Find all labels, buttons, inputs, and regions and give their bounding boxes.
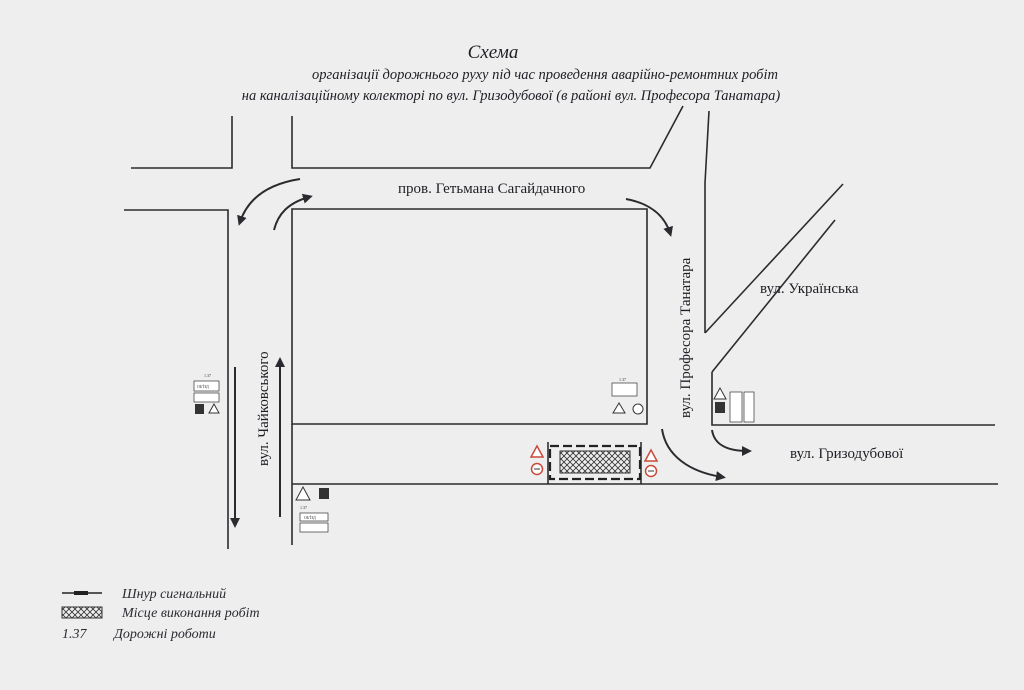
sign-cluster-right <box>713 386 755 423</box>
detour-plate <box>743 391 755 423</box>
detour-plate <box>729 391 743 423</box>
road-works-sign-icon <box>643 448 659 462</box>
detour-arrow-top-inner <box>273 193 313 231</box>
legend-item-work-site: Місце виконання робіт <box>61 606 260 621</box>
sign-cluster-bottom: 1.37 ОБ'ЇЗД <box>295 485 329 533</box>
work-zone <box>547 442 642 484</box>
legend: Шнур сигнальний Місце виконання робіт 1.… <box>61 587 260 642</box>
sign-cluster-left: 1.37 ОБ'ЇЗД <box>193 373 220 414</box>
legend-key-road-works: 1.37 <box>62 627 88 642</box>
road-network <box>124 105 998 549</box>
sign-code-label: 1.37 <box>204 373 211 378</box>
detour-arrow-bottom-right <box>661 428 726 482</box>
work-site-hatched <box>559 450 631 474</box>
detour-plate <box>299 522 329 533</box>
sign-code-label: 1.37 <box>300 505 307 510</box>
legend-label-work-site: Місце виконання робіт <box>121 606 260 621</box>
detour-plate-text: ОБ'ЇЗД <box>197 384 209 389</box>
legend-label-road-works: Дорожні роботи <box>112 627 216 642</box>
sign-group-work-left <box>529 444 545 476</box>
detour-arrow-top-left <box>237 178 301 226</box>
detour-arrow-top-right <box>625 198 673 237</box>
detour-plate <box>611 382 638 397</box>
traffic-arrows <box>230 178 752 528</box>
legend-label-signal-cord: Шнур сигнальний <box>121 587 226 602</box>
detour-plate-text: ОБ'ЇЗД <box>304 515 316 520</box>
road-works-sign-icon <box>529 444 545 458</box>
sign-cluster-block: 1.37 <box>611 377 644 415</box>
detour-plate <box>193 392 220 403</box>
signal-cord <box>548 444 642 481</box>
road-works-sign-icon <box>612 402 626 414</box>
street-label-hetman: пров. Гетьмана Сагайдачного <box>398 181 585 197</box>
no-turn-sign-icon <box>632 403 644 415</box>
detour-plate <box>193 380 220 392</box>
scheme-title: Схема <box>468 42 519 63</box>
road-works-sign-icon <box>713 386 727 400</box>
street-label-tchaikovsky: вул. Чайковського <box>256 351 272 466</box>
info-sign-icon <box>195 404 204 414</box>
legend-item-road-works: 1.37 Дорожні роботи <box>62 627 216 642</box>
legend-item-signal-cord: Шнур сигнальний <box>62 587 226 602</box>
detour-plate <box>299 512 329 522</box>
street-label-hryzodubova: вул. Гризодубової <box>790 446 904 462</box>
info-sign-icon <box>715 402 725 413</box>
info-sign-icon <box>319 488 329 499</box>
sign-code-label: 1.37 <box>619 377 626 382</box>
sign-group-work-right <box>643 448 659 478</box>
street-label-ukrainska: вул. Українська <box>760 281 859 297</box>
road-works-sign-icon <box>208 402 220 414</box>
scheme-subtitle-line1: організації дорожнього руху під час пров… <box>312 67 778 83</box>
street-label-tanatara: вул. Професора Танатара <box>678 257 694 418</box>
traffic-arrow-right-turn <box>711 429 752 456</box>
scheme-subtitle-line2: на каналізаційному колекторі по вул. Гри… <box>242 88 781 104</box>
road-works-sign-icon <box>295 485 311 501</box>
